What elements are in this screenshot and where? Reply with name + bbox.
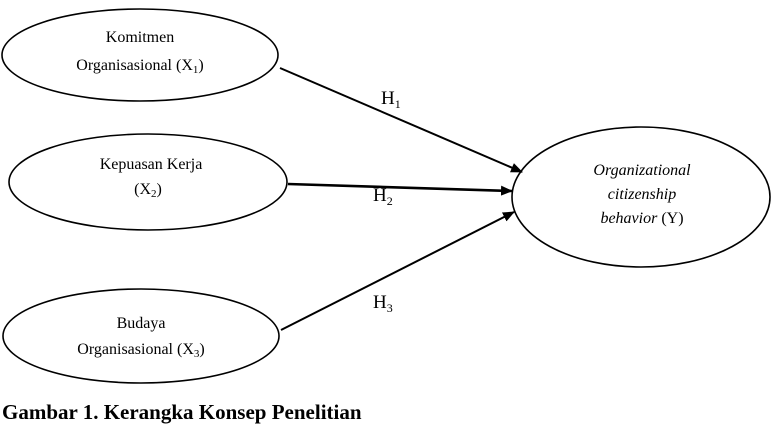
node-x1-ellipse <box>1 8 279 102</box>
arrow-h3 <box>280 211 515 331</box>
hypothesis-h3-label: H3 <box>373 292 393 315</box>
node-x2-label-line1: Kepuasan Kerja <box>100 156 203 173</box>
node-y-label-line2: citizenship <box>608 186 676 203</box>
node-y-label-line3: behavior (Y) <box>600 210 683 227</box>
node-y-label-line1: Organizational <box>593 162 691 179</box>
node-x3-ellipse <box>2 288 280 384</box>
node-x2-ellipse <box>8 133 288 231</box>
node-x1-label-line1: Komitmen <box>106 29 174 46</box>
figure-caption: Gambar 1. Kerangka Konsep Penelitian <box>2 400 362 424</box>
arrow-h1 <box>279 67 523 173</box>
node-x1-label-line2: Organisasional (X1) <box>76 57 203 76</box>
node-y-ellipse <box>511 126 771 268</box>
arrow-h2 <box>287 182 513 196</box>
hypothesis-h1-label: H1 <box>381 88 401 111</box>
node-x3-label-line1: Budaya <box>117 315 166 332</box>
node-x2-label-line2: (X2) <box>134 181 162 200</box>
node-x3-label-line2: Organisasional (X3) <box>77 341 204 360</box>
hypothesis-h2-label: H2 <box>373 185 393 208</box>
